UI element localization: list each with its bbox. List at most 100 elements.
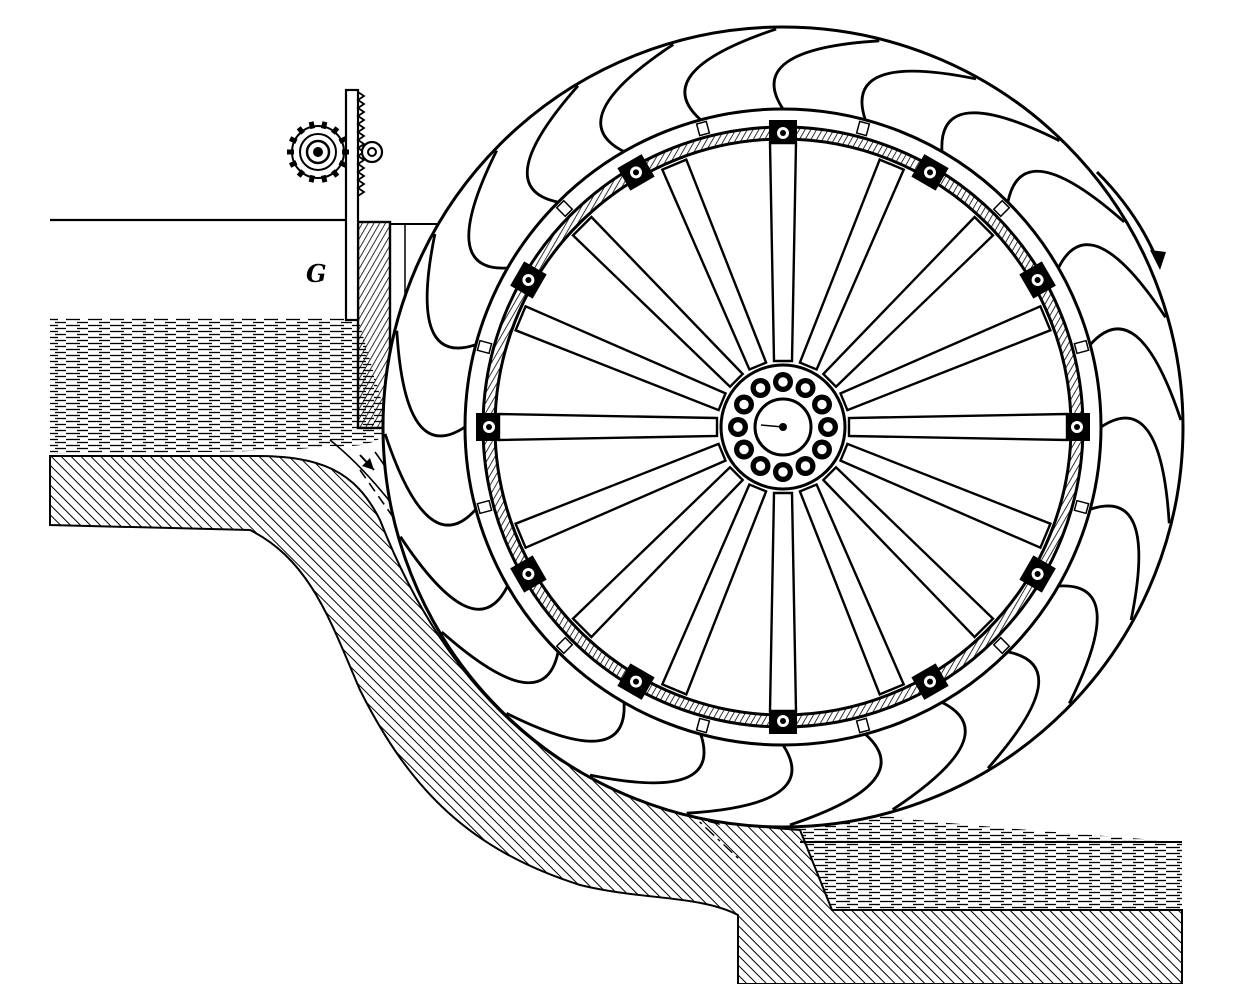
felloe-block xyxy=(911,663,949,700)
rim-slot xyxy=(992,199,1011,218)
gate-label: G xyxy=(306,259,327,288)
ground-section xyxy=(49,455,1183,984)
bucket xyxy=(986,650,1041,770)
bucket xyxy=(891,701,967,811)
bucket xyxy=(1100,416,1171,524)
bucket xyxy=(399,535,509,611)
bucket xyxy=(860,69,977,121)
rim-slot xyxy=(695,717,711,734)
bucket xyxy=(525,84,580,204)
spoke xyxy=(821,465,995,639)
felloe-block xyxy=(510,555,547,593)
bucket xyxy=(383,433,477,527)
rim-slot xyxy=(695,120,711,137)
pinion-icon xyxy=(360,140,384,164)
rim-slot xyxy=(555,636,574,655)
felloe-block xyxy=(510,261,547,299)
wheel-buckets xyxy=(383,27,1183,827)
gear-tooth xyxy=(296,169,305,178)
felloe-block xyxy=(769,120,797,146)
bucket xyxy=(395,330,466,438)
hub-bolt-inner xyxy=(815,443,829,456)
bucket xyxy=(1006,169,1126,224)
gate-gear-icon xyxy=(287,121,349,183)
spoke xyxy=(798,158,906,372)
bucket xyxy=(940,111,1061,152)
felloe-block xyxy=(1019,261,1056,299)
bucket xyxy=(772,39,880,110)
felloe-block xyxy=(1019,555,1056,593)
spoke xyxy=(514,304,728,412)
spoke xyxy=(660,158,768,372)
gear-tooth xyxy=(338,160,348,168)
spoke xyxy=(821,215,995,389)
rim-slot xyxy=(1073,499,1090,515)
shroud-ring xyxy=(463,107,1103,747)
bucket xyxy=(589,733,706,785)
bucket xyxy=(686,744,794,815)
felloe-block xyxy=(476,413,502,441)
bucket xyxy=(1089,504,1141,621)
spoke xyxy=(847,412,1069,442)
spoke xyxy=(768,141,798,363)
bucket xyxy=(599,43,675,153)
bucket xyxy=(789,733,883,827)
felloe-block xyxy=(617,154,655,191)
rack-teeth xyxy=(356,91,366,197)
hub-bolt-inner xyxy=(754,459,767,473)
gear-tooth xyxy=(308,174,316,183)
spoke xyxy=(768,491,798,713)
gear-tooth xyxy=(296,126,305,135)
wheel-spokes xyxy=(497,141,1069,713)
spoke xyxy=(838,442,1052,550)
felloe-block xyxy=(769,708,797,734)
head-water xyxy=(50,318,390,454)
gear-tooth xyxy=(320,121,328,130)
hub-bolt-inner xyxy=(799,459,812,473)
felloe-block xyxy=(1064,413,1090,441)
hub-bolt-inner xyxy=(815,398,829,411)
rim-slot xyxy=(1073,339,1090,355)
gear-tooth xyxy=(288,136,298,144)
bucket xyxy=(425,233,477,350)
spoke xyxy=(571,465,745,639)
felloe-block xyxy=(617,663,655,700)
spoke xyxy=(497,412,719,442)
spoke xyxy=(571,215,745,389)
bucket xyxy=(1089,327,1183,421)
rim-slot xyxy=(476,339,493,355)
hub-bolt-inner xyxy=(776,465,790,479)
gear-tooth xyxy=(331,126,340,135)
spoke xyxy=(838,304,1052,412)
spoke xyxy=(660,482,768,696)
felloe-block xyxy=(911,154,949,191)
hub-bolt-inner xyxy=(776,375,790,389)
rim-slot xyxy=(855,717,871,734)
spoke xyxy=(798,482,906,696)
rim-slot xyxy=(476,499,493,515)
bucket xyxy=(440,630,560,685)
gear-tooth xyxy=(288,160,298,168)
bucket xyxy=(505,702,626,743)
hub-bolt-inner xyxy=(821,420,835,434)
bucket xyxy=(1058,584,1099,705)
felloe-blocks xyxy=(476,120,1090,734)
rim-slot xyxy=(855,120,871,137)
hub-bolt-inner xyxy=(799,381,812,395)
hub-bolt-inner xyxy=(754,381,767,395)
hub-bolts xyxy=(728,372,838,482)
water-wheel xyxy=(381,25,1185,829)
bucket xyxy=(683,27,777,121)
gear-tooth xyxy=(308,121,316,130)
bucket xyxy=(467,149,508,270)
rim-slot xyxy=(992,636,1011,655)
bucket xyxy=(1057,243,1167,319)
gear-tooth xyxy=(331,169,340,178)
gear-tooth xyxy=(320,174,328,183)
clockwise-arrow-icon xyxy=(1095,170,1166,270)
gear-tooth xyxy=(338,136,348,144)
spoke xyxy=(514,442,728,550)
hub-bolt-inner xyxy=(737,443,751,456)
hub-bolt-inner xyxy=(737,398,751,411)
